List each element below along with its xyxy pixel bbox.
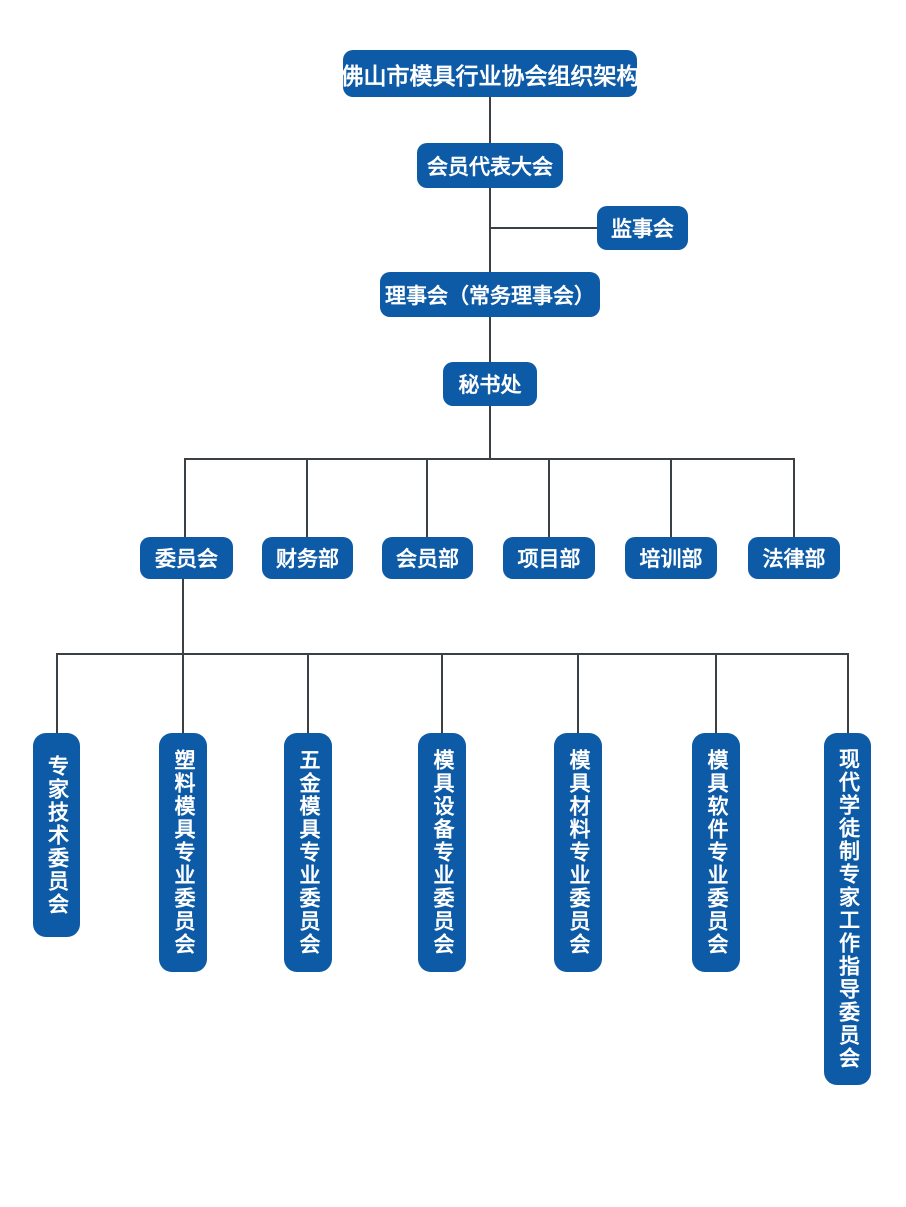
connector-drop-dept-1: [184, 459, 186, 537]
connector-committee-bus: [56, 653, 849, 655]
org-node-dept-finance: 财务部: [262, 537, 353, 579]
connector-committee-office-bus: [182, 579, 184, 654]
org-node-dept-membership: 会员部: [382, 537, 473, 579]
org-node-committee-expert-tech: 专家技术委员会: [33, 733, 80, 937]
org-node-assembly: 会员代表大会: [417, 143, 563, 188]
org-node-committee-mold-equipment: 模具设备专业委员会: [418, 733, 466, 972]
connector-department-bus: [184, 458, 795, 460]
org-node-dept-training: 培训部: [625, 537, 717, 579]
org-node-committee-plastic-mold: 塑料模具专业委员会: [159, 733, 207, 972]
org-node-dept-committee-office: 委员会: [140, 537, 233, 579]
org-node-dept-projects: 项目部: [503, 537, 595, 579]
connector-drop-committee-3: [307, 654, 309, 733]
connector-root-assembly: [489, 97, 491, 143]
org-node-committee-mold-materials: 模具材料专业委员会: [554, 733, 602, 972]
connector-drop-committee-4: [441, 654, 443, 733]
connector-drop-committee-1: [56, 654, 58, 733]
org-node-committee-hardware-mold: 五金模具专业委员会: [284, 733, 332, 972]
connector-drop-dept-3: [426, 459, 428, 537]
connector-drop-dept-5: [670, 459, 672, 537]
connector-secretariat-bus: [489, 406, 491, 459]
org-node-dept-legal: 法律部: [748, 537, 840, 579]
connector-council-secretariat: [489, 317, 491, 362]
connector-drop-committee-7: [847, 654, 849, 733]
connector-drop-committee-6: [715, 654, 717, 733]
org-node-committee-mold-software: 模具软件专业委员会: [692, 733, 740, 972]
org-node-supervisory-board: 监事会: [597, 206, 688, 250]
org-node-secretariat: 秘书处: [443, 362, 537, 406]
connector-assembly-council: [489, 188, 491, 272]
org-node-council: 理事会（常务理事会）: [380, 272, 600, 317]
org-node-committee-apprenticeship: 现代学徒制专家工作指导委员会: [824, 733, 871, 1085]
connector-drop-committee-2: [182, 654, 184, 733]
connector-drop-dept-2: [306, 459, 308, 537]
connector-drop-committee-5: [577, 654, 579, 733]
org-node-root: 佛山市模具行业协会组织架构: [341, 50, 640, 97]
connector-drop-dept-4: [548, 459, 550, 537]
connector-supervisory-branch: [490, 227, 597, 229]
connector-drop-dept-6: [793, 459, 795, 537]
